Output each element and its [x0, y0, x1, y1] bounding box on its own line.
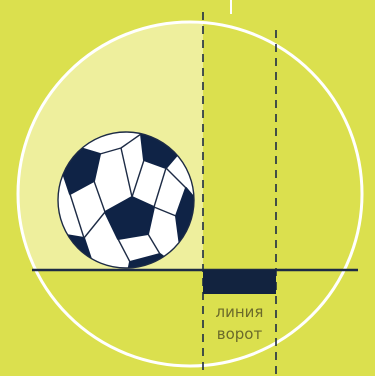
goal-line-label-1: линия [216, 303, 264, 321]
goal-line-bar [203, 270, 276, 294]
goal-line-label-2: ворот [217, 325, 263, 343]
